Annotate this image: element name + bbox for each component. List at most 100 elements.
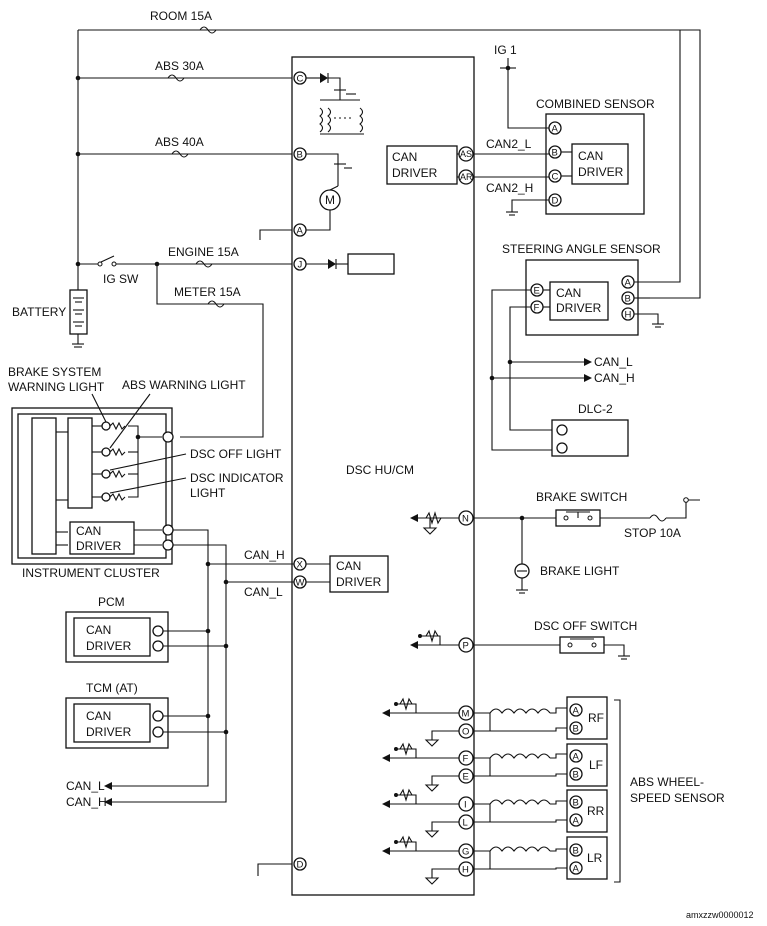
svg-text:C: C bbox=[297, 74, 304, 85]
engine-15a-label: ENGINE 15A bbox=[168, 245, 239, 259]
ig-sw-label: IG SW bbox=[103, 272, 139, 286]
abs-sensor-wiring bbox=[473, 707, 567, 870]
fuse-symbols bbox=[167, 26, 225, 308]
dsc-can-driver-bottom bbox=[329, 555, 389, 593]
can-h-left-label: CAN_H bbox=[66, 795, 107, 809]
dsc-can-driver-top bbox=[386, 145, 458, 185]
cluster-warning-lights bbox=[92, 421, 174, 502]
svg-text:A: A bbox=[552, 124, 559, 135]
svg-text:AS: AS bbox=[460, 149, 472, 159]
left-can-bus bbox=[104, 529, 294, 806]
can2-h-label: CAN2_H bbox=[486, 181, 533, 195]
svg-text:A: A bbox=[573, 816, 580, 827]
svg-text:G: G bbox=[462, 847, 469, 858]
abs-wheel-label-1: ABS WHEEL- bbox=[630, 775, 704, 789]
svg-text:M: M bbox=[462, 709, 470, 720]
svg-text:J: J bbox=[298, 260, 303, 271]
svg-text:DRIVER: DRIVER bbox=[392, 166, 438, 180]
svg-text:O: O bbox=[462, 727, 469, 738]
svg-text:CAN: CAN bbox=[86, 709, 111, 723]
svg-text:A: A bbox=[573, 864, 580, 875]
svg-text:W: W bbox=[296, 578, 305, 589]
svg-text:H: H bbox=[462, 865, 469, 876]
ig1-label: IG 1 bbox=[494, 43, 517, 57]
dsc-indicator-light-label-2: LIGHT bbox=[190, 486, 226, 500]
dsc-off-switch-label: DSC OFF SWITCH bbox=[534, 619, 637, 633]
svg-text:A: A bbox=[625, 278, 632, 289]
can-h-right-label: CAN_H bbox=[594, 371, 635, 385]
svg-text:L: L bbox=[463, 818, 468, 829]
svg-text:A: A bbox=[297, 226, 304, 237]
svg-text:B: B bbox=[573, 798, 579, 809]
steering-angle-sensor-label: STEERING ANGLE SENSOR bbox=[502, 242, 661, 256]
battery-label: BATTERY bbox=[12, 305, 66, 319]
svg-text:I: I bbox=[464, 800, 467, 811]
can-l-left-label: CAN_L bbox=[66, 779, 105, 793]
svg-text:B: B bbox=[297, 150, 303, 161]
svg-text:C: C bbox=[552, 172, 559, 183]
svg-text:LF: LF bbox=[589, 758, 603, 772]
abs-40a-label: ABS 40A bbox=[155, 135, 204, 149]
motor-icon: M bbox=[325, 193, 335, 207]
abs-30a-label: ABS 30A bbox=[155, 59, 204, 73]
dsc-off-light-label: DSC OFF LIGHT bbox=[190, 447, 282, 461]
meter-15a-label: METER 15A bbox=[174, 285, 241, 299]
pcm-label: PCM bbox=[98, 595, 125, 609]
dlc2-label: DLC-2 bbox=[578, 402, 613, 416]
room-15a-label: ROOM 15A bbox=[150, 9, 212, 23]
svg-text:B: B bbox=[625, 294, 631, 305]
combined-sensor-label: COMBINED SENSOR bbox=[536, 97, 655, 111]
svg-text:CAN: CAN bbox=[76, 524, 101, 538]
svg-text:B: B bbox=[573, 724, 579, 735]
brake-system-warning-label-2: WARNING LIGHT bbox=[8, 380, 105, 394]
svg-text:LR: LR bbox=[587, 851, 603, 865]
ig-switch-icon bbox=[97, 255, 117, 267]
abs-input-symbols bbox=[382, 697, 459, 885]
svg-text:CAN: CAN bbox=[336, 559, 361, 573]
svg-text:CAN: CAN bbox=[578, 149, 603, 163]
svg-text:DRIVER: DRIVER bbox=[76, 539, 122, 553]
stop-10a-label: STOP 10A bbox=[624, 526, 681, 540]
svg-text:AR: AR bbox=[460, 172, 473, 182]
svg-text:F: F bbox=[463, 754, 469, 765]
tcm-label: TCM (AT) bbox=[86, 681, 138, 695]
svg-text:N: N bbox=[462, 514, 469, 525]
svg-text:E: E bbox=[534, 286, 540, 297]
svg-text:DRIVER: DRIVER bbox=[556, 301, 602, 315]
dsc-internal-relay: M bbox=[306, 73, 395, 275]
svg-text:F: F bbox=[534, 303, 540, 314]
svg-text:RF: RF bbox=[588, 711, 604, 725]
brake-light-label: BRAKE LIGHT bbox=[540, 564, 620, 578]
abs-warning-light-label: ABS WARNING LIGHT bbox=[122, 378, 246, 392]
abs-wheel-label-2: SPEED SENSOR bbox=[630, 791, 725, 805]
dsc-hucm-label: DSC HU/CM bbox=[346, 463, 414, 477]
svg-text:A: A bbox=[573, 706, 580, 717]
svg-text:DRIVER: DRIVER bbox=[86, 725, 132, 739]
battery-icon bbox=[69, 289, 88, 348]
svg-text:CAN: CAN bbox=[392, 150, 417, 164]
can-l-mid-label: CAN_L bbox=[244, 585, 283, 599]
svg-text:DRIVER: DRIVER bbox=[578, 165, 624, 179]
svg-text:B: B bbox=[573, 846, 579, 857]
can2-l-label: CAN2_L bbox=[486, 137, 532, 151]
svg-text:H: H bbox=[625, 310, 632, 321]
svg-text:CAN: CAN bbox=[86, 623, 111, 637]
svg-text:DRIVER: DRIVER bbox=[336, 575, 382, 589]
can-l-right-label: CAN_L bbox=[594, 355, 633, 369]
svg-text:DRIVER: DRIVER bbox=[86, 639, 132, 653]
svg-text:D: D bbox=[297, 860, 304, 871]
svg-text:A: A bbox=[573, 752, 580, 763]
brake-system-warning-label-1: BRAKE SYSTEM bbox=[8, 365, 101, 379]
svg-text:B: B bbox=[552, 148, 558, 159]
dsc-indicator-light-label-1: DSC INDICATOR bbox=[190, 471, 284, 485]
cluster-can-driver bbox=[69, 521, 135, 555]
svg-text:P: P bbox=[463, 641, 469, 652]
instrument-cluster-label: INSTRUMENT CLUSTER bbox=[22, 566, 160, 580]
diagram-code: amxzzw0000012 bbox=[686, 910, 754, 920]
svg-text:D: D bbox=[552, 196, 559, 207]
brake-switch-label: BRAKE SWITCH bbox=[536, 490, 627, 504]
svg-text:B: B bbox=[573, 770, 579, 781]
can-h-mid-label: CAN_H bbox=[244, 548, 285, 562]
svg-text:CAN: CAN bbox=[556, 286, 581, 300]
